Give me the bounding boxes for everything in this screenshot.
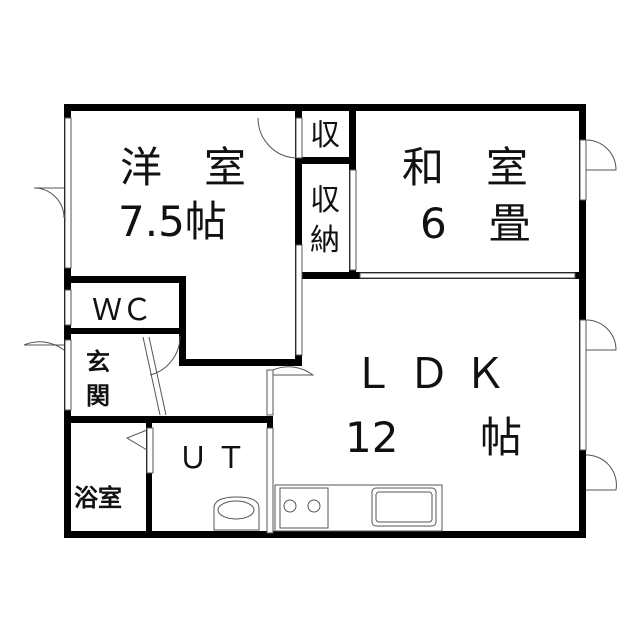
sink-icon — [371, 487, 437, 527]
closet-label-1: 収 — [310, 183, 340, 218]
kitchen-counter — [274, 484, 443, 532]
stove-icon — [279, 487, 329, 529]
closet-label-2: 納 — [310, 223, 340, 258]
washbasin-icon — [213, 496, 260, 531]
western-room-size: 7.5帖 — [118, 197, 227, 246]
fixtures — [213, 484, 443, 532]
japanese-room-size: 6 畳 — [420, 199, 531, 248]
storage-label: 収 — [310, 118, 340, 153]
ldk-size-unit: 帖 — [480, 413, 522, 462]
ldk-label: ＬＤＫ — [352, 349, 520, 398]
bath-label: 浴室 — [74, 484, 122, 512]
utility-label: ＵＴ — [178, 441, 254, 476]
entrance-label-1: 玄 — [86, 348, 110, 376]
western-room-label: 洋 室 — [120, 143, 246, 192]
windows-and-doors — [23, 117, 617, 534]
japanese-room-label: 和 室 — [402, 143, 528, 192]
entrance-label-2: 関 — [86, 382, 110, 410]
ldk-size-number: 12 — [345, 413, 398, 462]
wc-label: ＷＣ — [92, 293, 152, 328]
